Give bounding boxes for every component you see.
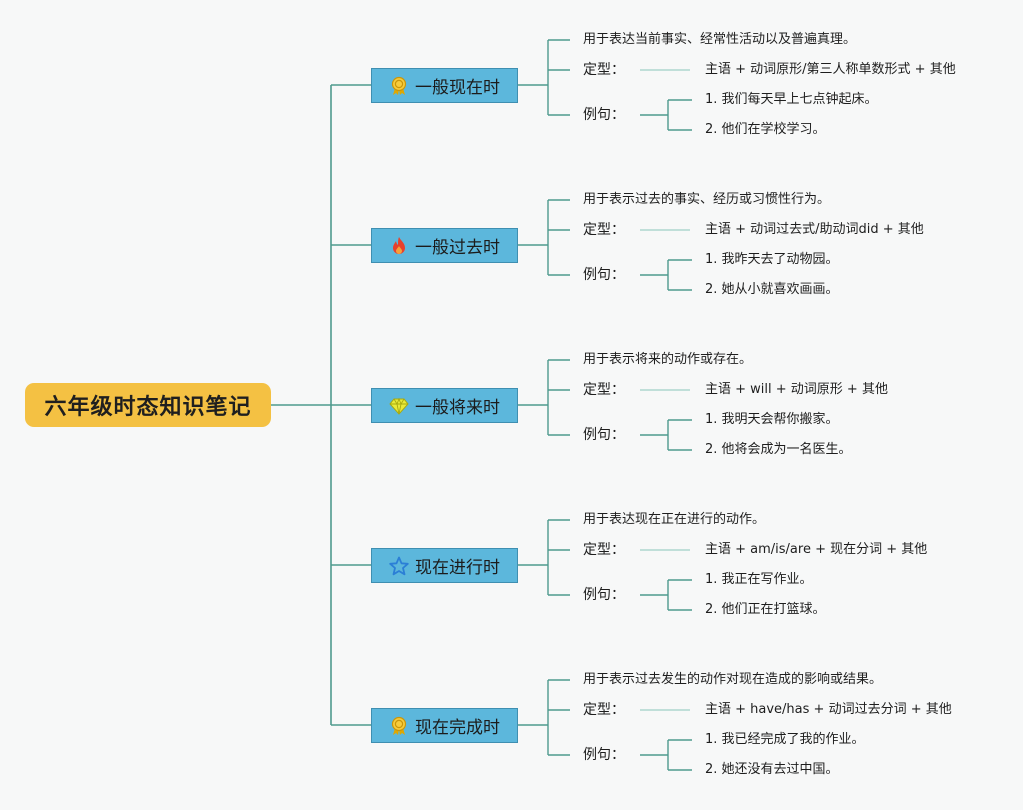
usage-text: 用于表示过去发生的动作对现在造成的影响或结果。 xyxy=(583,672,883,687)
examples-label: 例句： xyxy=(583,267,625,283)
branch-tense-4[interactable]: 现在进行时 xyxy=(371,548,518,583)
branch-label: 一般将来时 xyxy=(415,398,500,418)
branch-tense-2[interactable]: 一般过去时 xyxy=(371,228,518,263)
structure-text: 主语 + have/has + 动词过去分词 + 其他 xyxy=(705,702,952,717)
example-item: 2. 他们在学校学习。 xyxy=(705,122,826,137)
example-item: 2. 他们正在打篮球。 xyxy=(705,602,826,617)
example-item: 2. 她还没有去过中国。 xyxy=(705,762,839,777)
fire-icon xyxy=(389,236,409,256)
branch-label: 现在完成时 xyxy=(415,718,500,738)
diamond-icon xyxy=(389,396,409,416)
medal-icon xyxy=(389,76,409,96)
structure-text: 主语 + 动词过去式/助动词did + 其他 xyxy=(705,222,924,237)
usage-text: 用于表达当前事实、经常性活动以及普遍真理。 xyxy=(583,32,857,47)
example-item: 2. 她从小就喜欢画画。 xyxy=(705,282,839,297)
branch-label: 一般现在时 xyxy=(415,78,500,98)
branch-label: 现在进行时 xyxy=(415,558,500,578)
examples-label: 例句： xyxy=(583,587,625,603)
examples-label: 例句： xyxy=(583,107,625,123)
medal-icon xyxy=(389,716,409,736)
examples-label: 例句： xyxy=(583,747,625,763)
structure-label: 定型： xyxy=(583,382,625,398)
examples-label: 例句： xyxy=(583,427,625,443)
usage-text: 用于表达现在正在进行的动作。 xyxy=(583,512,766,527)
root-title: 六年级时态知识笔记 xyxy=(44,395,252,420)
example-item: 1. 我们每天早上七点钟起床。 xyxy=(705,92,878,107)
root-topic[interactable]: 六年级时态知识笔记 xyxy=(25,383,271,427)
structure-label: 定型： xyxy=(583,542,625,558)
example-item: 1. 我正在写作业。 xyxy=(705,572,813,587)
example-item: 1. 我昨天去了动物园。 xyxy=(705,252,839,267)
usage-text: 用于表示过去的事实、经历或习惯性行为。 xyxy=(583,192,831,207)
branch-tense-3[interactable]: 一般将来时 xyxy=(371,388,518,423)
branch-tense-5[interactable]: 现在完成时 xyxy=(371,708,518,743)
structure-text: 主语 + will + 动词原形 + 其他 xyxy=(705,382,888,397)
branch-label: 一般过去时 xyxy=(415,238,500,258)
structure-label: 定型： xyxy=(583,702,625,718)
structure-label: 定型： xyxy=(583,62,625,78)
structure-label: 定型： xyxy=(583,222,625,238)
example-item: 1. 我明天会帮你搬家。 xyxy=(705,412,839,427)
example-item: 1. 我已经完成了我的作业。 xyxy=(705,732,865,747)
usage-text: 用于表示将来的动作或存在。 xyxy=(583,352,753,367)
example-item: 2. 他将会成为一名医生。 xyxy=(705,442,852,457)
star-icon xyxy=(389,556,409,576)
branch-tense-1[interactable]: 一般现在时 xyxy=(371,68,518,103)
structure-text: 主语 + 动词原形/第三人称单数形式 + 其他 xyxy=(705,62,956,77)
structure-text: 主语 + am/is/are + 现在分词 + 其他 xyxy=(705,542,928,557)
